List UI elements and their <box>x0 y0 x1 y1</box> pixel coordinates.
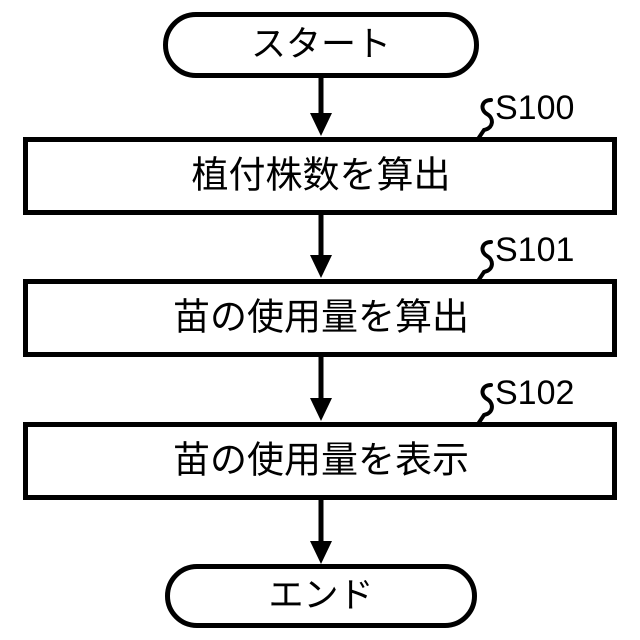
step-code-s102-label: S102 <box>495 374 574 412</box>
arrow-head-icon <box>310 113 332 136</box>
process-box-s100-shape <box>23 137 617 215</box>
step-code-s100-label: S100 <box>495 89 574 127</box>
arrow-start-to-s100 <box>310 76 332 136</box>
start-terminator-label: スタート <box>251 25 391 65</box>
node-step-s101: 苗の使用量を算出 <box>23 279 617 357</box>
node-step-s102: 苗の使用量を表示 <box>23 422 617 500</box>
step-code-s101-label: S101 <box>495 231 574 269</box>
arrow-s101-to-s102 <box>310 355 332 421</box>
step-code-callout-s101: S101 <box>476 231 574 283</box>
node-start: スタート <box>163 12 479 78</box>
step-code-callout-s100: S100 <box>476 89 574 141</box>
process-box-s101-label: 苗の使用量を算出 <box>173 296 469 339</box>
arrow-head-icon <box>310 541 332 564</box>
process-box-s100-label: 植付株数を算出 <box>192 154 451 197</box>
arrow-s100-to-s101 <box>310 212 332 278</box>
process-box-s101-shape <box>23 279 617 357</box>
end-terminator-label: エンド <box>268 576 373 616</box>
step-code-callout-s102: S102 <box>476 374 574 426</box>
end-terminator-shape <box>165 564 477 628</box>
node-step-s100: 植付株数を算出 <box>23 137 617 215</box>
node-end: エンド <box>165 564 477 628</box>
leader-squiggle-icon <box>476 98 494 141</box>
leader-squiggle-icon <box>476 240 494 283</box>
leader-squiggle-icon <box>476 383 494 426</box>
arrow-head-icon <box>310 255 332 278</box>
arrow-head-icon <box>310 398 332 421</box>
process-box-s102-label: 苗の使用量を表示 <box>173 439 469 482</box>
arrow-s102-to-end <box>310 498 332 564</box>
process-box-s102-shape <box>23 422 617 500</box>
start-terminator-shape <box>163 12 479 78</box>
